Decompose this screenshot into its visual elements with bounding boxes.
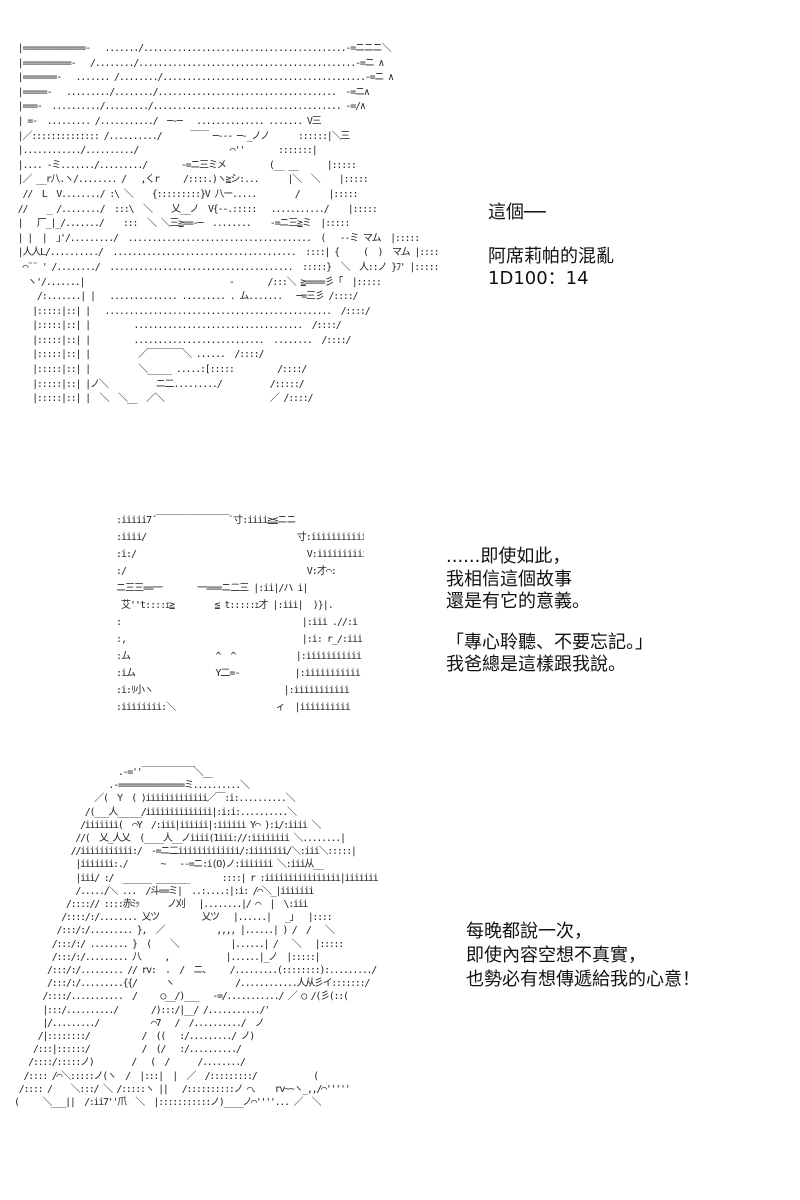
ascii-art-line: /:::|::::::/ / (/ :/........../ [14,1044,242,1056]
ascii-art-line: |／:::::::::::::: /........../ ￣￣ ─-‐‐ ─‐… [8,130,351,142]
ascii-art-line: |人人L/........../ .......................… [8,247,440,259]
ascii-art-line: /:::: / ＼:::/ ＼ /:::::ヽ || /::::::::::ノ … [14,1083,351,1095]
ascii-art-line: .-==============ミ..........＼ [14,780,249,792]
dialogue-line: 也勢必有想傳遞給我的心意！ [466,969,700,990]
ascii-art-line: :iiii/ 寸:iiiiiiiiiiii [116,532,364,543]
dialogue-line: 每晚都說一次， [466,921,592,942]
ascii-art-line: |:::::|::| | ...........................… [8,320,342,332]
ascii-art-line: |............/........../ ⌒'' :::::::| [8,145,318,157]
ascii-art-line: |:::::|::| | ...........................… [8,305,371,317]
ascii-art-line: /:::: /⌒＼:::::ノ(ヽ / |:::| | ／ /:::::::::… [14,1070,319,1082]
ascii-art-line: ( ＼___|| /:ii7''爪 ＼ |:::::::::::ノ)____ノ⌒… [14,1097,322,1109]
ascii-art-line: |:::::|::| |ノ＼ ニ二........./ /:::::/ [8,378,305,390]
ascii-art-line: :i:/ V:iiiiiiiiiiii [116,549,364,560]
ascii-art-line: |=====- ........./......../.............… [8,86,370,98]
dialogue-line: ......即使如此， [446,546,571,567]
ascii-art-line: : |:iii .//:i [116,617,358,628]
ascii-art-line: .-=''￣￣￣￣￣￣＼__ [14,767,213,778]
ascii-art-line: :iiiiiiii:＼ ィ |iiiiiiiiii [116,702,351,713]
ascii-art-illustration: .-=''￣￣￣￣￣￣＼__ .-==============ミ........… [14,766,450,1168]
ascii-art-line: :iiiii7´￣￣￣￣￣￣￣￣`寸:iiii≧≦ニニ [116,515,296,526]
ascii-art-line: /iiiiiii( ⌒Y /:iii|iiiiii|:iiiiii Y⌒ ):i… [14,819,321,831]
ascii-art-line: /|::::::::/ / (( :/........./ ノ) [14,1031,256,1043]
ascii-art-line: |iii/ :/ ______ _______ ::::| r :iiiiiii… [14,872,378,884]
ascii-art-line: :/ V:才⌒: [116,566,337,577]
ascii-art-line: /...../＼ ... /斗==ミ| ..:....:|:i: /⌒＼_|ii… [14,885,314,897]
ascii-art-line: |iiiiiii:./ ~ --=ニ:i(O)ノ:iiiiiii ＼:iii从_… [14,859,324,871]
ascii-art-illustration: |=============- ......./................… [8,42,440,456]
dialogue-spacer [488,224,614,246]
dialogue-line: 我爸總是這樣跟我說。 [446,654,626,675]
dialogue-line: 我相信這個故事 [446,568,572,590]
ascii-art-line: |:::::|::| | ＼_____ .....:[::::: /::::/ [8,364,307,376]
ascii-art-line: :, |:i: r_/:iii [116,634,363,645]
ascii-art-line: |:::::|::| | ＼ ＼__ ／＼ ／ /::::/ [8,393,313,405]
ascii-art-line: |:::/........../ /):::/|__/ /...........… [14,1004,270,1016]
ascii-art-line: |/........./ ⌒7 / /........../ ノ [14,1017,264,1029]
ascii-art-line: 艾''t::::ｪ≧ ≦ t:::::ｪ才 |:iii| )}|. [116,600,334,611]
ascii-art-line: /:::/:/.........{{/ ヽ /............人从彡イ:… [14,978,370,990]
dialogue-text: 每晚都說一次， 即使內容空想不真實， 也勢必有想傳遞給我的心意！ [466,920,700,992]
ascii-art-line: | | | ｣'/........./ ....................… [8,232,421,244]
dialogue-line: 即使內容空想不真實， [466,945,646,966]
ascii-art-line: //( 乂_人乂 (____人__ノiiii(1iii://:iiiiiiii … [14,833,346,845]
ascii-art-line: |:::::|::| | ／￣￣￣￣＼ ...... /::::/ [8,349,264,361]
ascii-art-line: /::::/........... / ○__/)___ -=/........… [14,991,349,1003]
ascii-art-line: /:.......| | .............. ......... . … [8,291,359,303]
ascii-art-line: /::::/:/........ 乂ツ 乂ツ |......| _」 |:::: [14,912,332,924]
ascii-art-line: ニ三三==一 一===ニ二三 |:ii|/ハ i| [116,583,308,594]
ascii-art-line: :ム ^ ^ |:iiiiiiiiiii [116,651,362,662]
ascii-art-line: /(___人_____/iiiiiiiiiiiiii|:i:i:........… [14,806,297,818]
ascii-art-line: |==========- /......../.................… [8,57,385,69]
ascii-art-line: | =- ......... /.........../ ─-─ .......… [8,115,322,127]
ascii-art-line: /:::/:/ ........ } ( ＼ |......| / ＼ |:::… [14,938,345,950]
ascii-art-line: | 厂_|_/......./ ::: ＼ ＼三≧==‐─ ........ -… [8,218,351,230]
ascii-art-line: // _ /......../ :::\ ＼ 乂__ノ V{--.::::: .… [8,203,378,215]
ascii-art-line: :iム Y二=- |:iiiiiiiiiii [116,668,361,679]
ascii-art-illustration: :iiiii7´￣￣￣￣￣￣￣￣`寸:iiii≧≦ニニ :iiii/ 寸:iiii… [116,512,364,734]
ascii-art-line: /:::/:/......... // rv: . / ニ、 /........… [14,965,377,977]
dialogue-spacer [446,614,653,632]
ascii-art-line: |=======- ....... /......../............… [8,72,394,84]
ascii-art-line: ⌒¨¨ ' /......../ .......................… [8,261,439,273]
dialogue-line: 「專心聆聽、不要忘記。」 [446,631,653,653]
dialogue-text: ......即使如此，我相信這個故事還是有它的意義。「專心聆聽、不要忘記。」我爸… [446,546,653,677]
dialogue-line: 1D100：14 [488,268,589,289]
dialogue-line: 還是有它的意義。 [446,591,590,612]
ascii-art-line: :i:ﾘ小ヽ |:iiiiiiiiiii [116,685,350,696]
dialogue-line: 這個── [488,202,546,223]
ascii-art-line: ／( Y ( )iiiiiiiiiiiii／￣:i:..........＼ [14,793,295,805]
dialogue-line: 阿席莉帕的混亂 [488,246,614,267]
ascii-art-line: //iiiiiiiiiii:/ -=ニ二iiiiiiiiiiiii/:iiiii… [14,846,357,858]
ascii-art-line: /:::/:/......... 八 , |......|_ノ |:::::| [14,951,325,963]
ascii-art-line: // L V......../ :\ ＼ {:::::::::}V 八ー....… [8,188,358,200]
ascii-art-line: /:::/:/......... }, ／ ,,,, |......| ) / … [14,925,334,937]
ascii-art-line: |===- ........../........./.............… [8,101,366,113]
ascii-art-line: /::::/:::::ノ) / ( / /......../ [14,1057,246,1069]
ascii-art-line: |=============- ......./................… [8,43,392,54]
ascii-art-line: |:::::|::| | ...........................… [8,334,351,346]
ascii-art-line: /::::// ::::赤ﾐｯ ノ刈 |........|/ ⌒ | \:iii [14,899,309,911]
ascii-art-line: |.... -ミ......./........./ -=ニ三ミメ (__ __… [8,159,357,171]
ascii-art-line: |／ __r八.ヽ/........ / ,くr /::::.)ヽ≧シ:... … [8,174,369,186]
ascii-art-line: ヽ'/.......| - /:::＼ ≧====彡「 |::::: [8,276,382,288]
